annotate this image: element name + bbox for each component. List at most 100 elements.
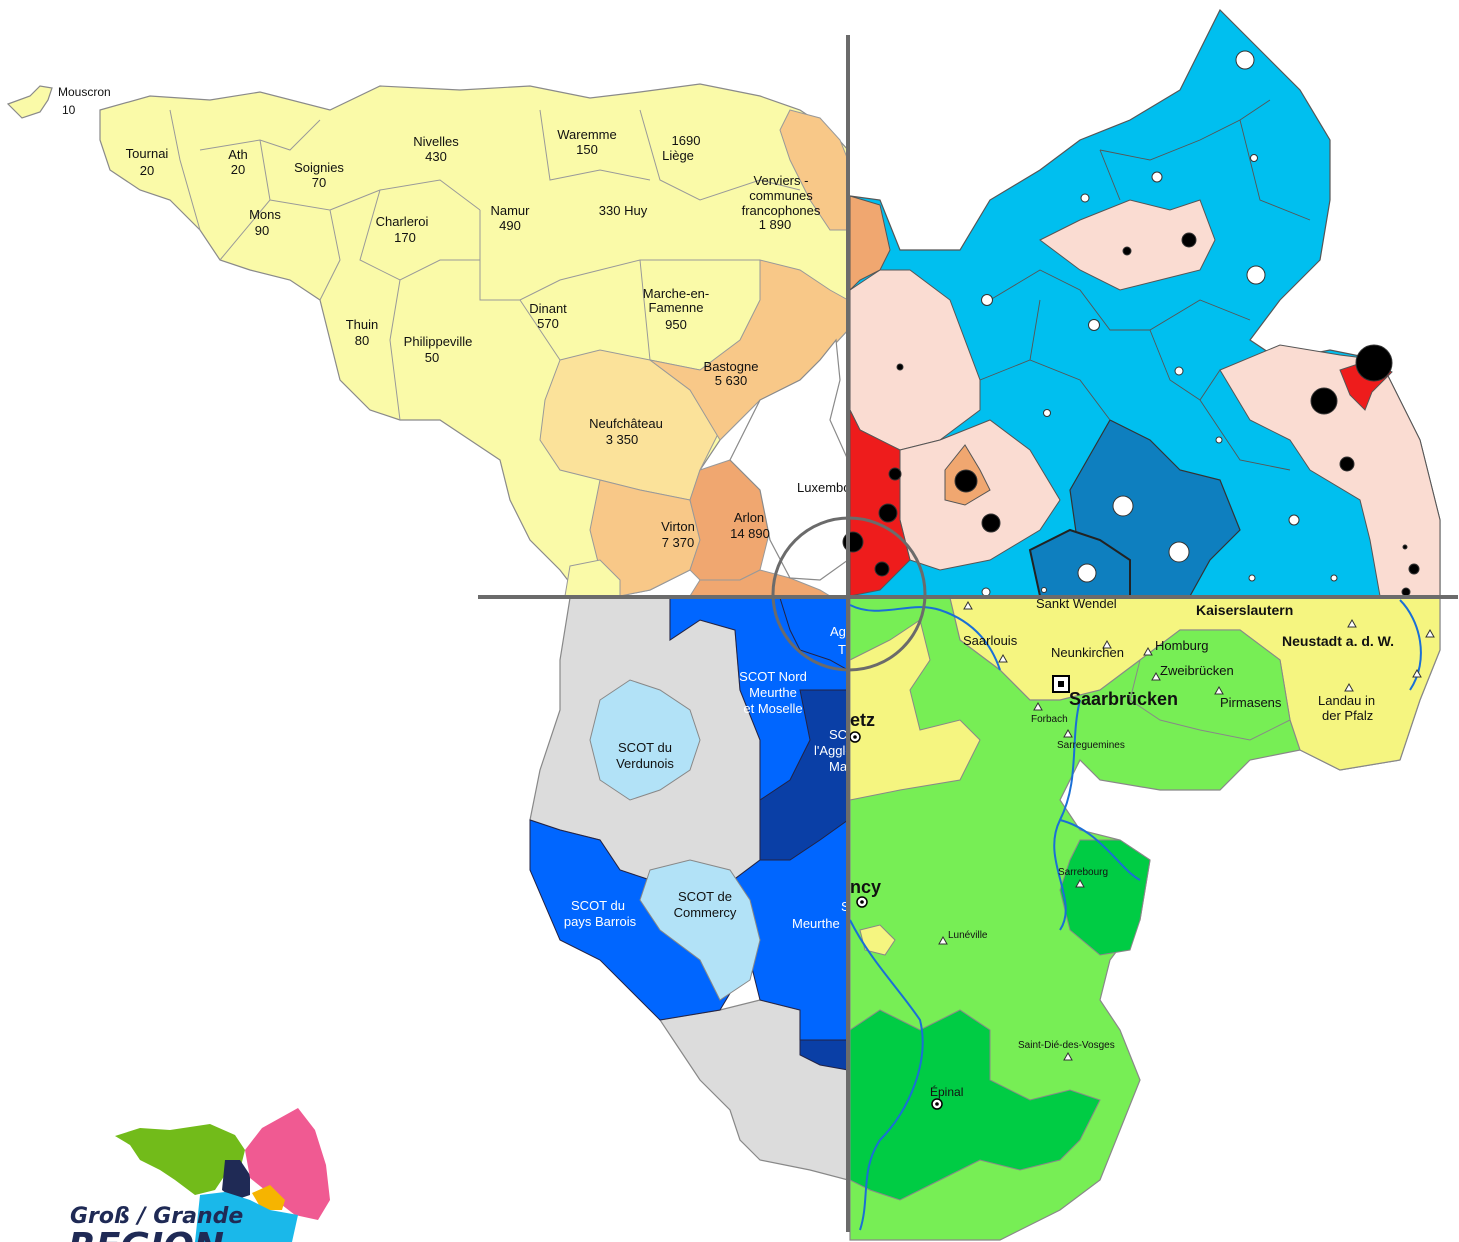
svg-text:Ag: Ag <box>830 624 846 639</box>
nancy-yellow <box>859 924 896 956</box>
label-mouscron: Mouscron <box>58 85 111 99</box>
verviers-east-zone[interactable] <box>779 109 849 231</box>
label-s-fragment: S <box>841 899 850 914</box>
logo-cyan-shape <box>195 1192 298 1242</box>
virton-zone[interactable] <box>589 479 701 597</box>
label-landau: Landau in <box>1318 693 1375 708</box>
label-agglo-ville: Ag <box>830 624 846 639</box>
label-sarreguemines: Sarreguemines <box>1057 740 1125 751</box>
scot-verdunois[interactable] <box>589 679 701 801</box>
rp-symbols <box>842 50 1420 597</box>
label-arlon: Arlon <box>734 510 764 525</box>
bastogne-zone[interactable] <box>649 259 849 441</box>
svg-text:330 Huy: 330 Huy <box>599 203 648 218</box>
label-kaiserslautern: Kaiserslautern <box>1196 602 1293 618</box>
rivers <box>849 599 1422 1231</box>
label-saint-die: Saint-Dié-des-Vosges <box>1018 1040 1115 1051</box>
label-thuin: Thuin <box>346 317 379 332</box>
label-scot-agglo: SC <box>829 727 847 742</box>
label-scot-nord-meurthe: SCOT Nord <box>739 669 807 684</box>
label-namur: Namur <box>490 203 530 218</box>
label-scot-commercy: SCOT de <box>678 889 732 904</box>
label-forbach: Forbach <box>1031 714 1068 725</box>
label-nancy: ncy <box>850 877 881 897</box>
logo-green-shape <box>115 1124 245 1195</box>
label-neufchateau: Neufchâteau <box>589 416 663 431</box>
metz-yellow[interactable] <box>849 619 981 801</box>
label-nivelles: Nivelles <box>413 134 459 149</box>
green-dark-sarrebourg[interactable] <box>1059 839 1151 956</box>
saar-green-inner <box>1129 629 1291 741</box>
quadrant-divider <box>478 35 1458 1232</box>
label-verviers: Verviers - <box>754 173 809 188</box>
rp-pink-koblenz[interactable] <box>1039 199 1216 291</box>
saar-labels: Sankt Wendel Kaiserslautern Saarlouis Ne… <box>850 596 1394 1099</box>
grande-region-logo: Groß / Grande REGION <box>68 1108 330 1242</box>
logo-text-line1: Groß / Grande <box>70 1204 243 1229</box>
label-meurthe: Meurthe <box>792 916 840 931</box>
label-luneville: Lunéville <box>948 930 988 941</box>
label-metz: etz <box>850 710 875 730</box>
label-scot-barrois: SCOT du <box>571 898 625 913</box>
scot-navy-south <box>799 1039 849 1071</box>
label-neustadt: Neustadt a. d. W. <box>1282 633 1394 649</box>
label-luxembourg: Luxembo <box>797 480 850 495</box>
label-mons: Mons <box>249 207 281 222</box>
label-marche: Marche-en- <box>643 286 709 301</box>
logo-navy-shape <box>222 1160 250 1200</box>
label-sarrebourg: Sarrebourg <box>1058 867 1108 878</box>
center-ring <box>771 516 927 672</box>
rp-district-borders <box>979 99 1311 471</box>
label-zweibruecken: Zweibrücken <box>1160 663 1234 678</box>
label-tournai: Tournai <box>126 146 169 161</box>
svg-text:T: T <box>838 642 846 657</box>
label-epinal: Épinal <box>930 1084 963 1099</box>
label-sankt-wendel: Sankt Wendel <box>1036 596 1117 611</box>
label-charleroi: Charleroi <box>376 214 429 229</box>
label-soignies: Soignies <box>294 160 344 175</box>
logo-orange-shape <box>252 1185 285 1210</box>
green-dark-south[interactable] <box>849 1009 1101 1201</box>
label-bastogne: Bastogne <box>704 359 759 374</box>
label-dinant: Dinant <box>529 301 567 316</box>
rhineland-quadrant <box>842 8 1441 597</box>
label-philippeville: Philippeville <box>404 334 473 349</box>
label-neunkirchen: Neunkirchen <box>1051 645 1124 660</box>
south-yellow-tip <box>564 559 621 597</box>
label-liege: 1690 <box>672 133 701 148</box>
city-markers <box>849 600 1435 1110</box>
mouscron-region[interactable] <box>6 85 53 119</box>
lorraine-blue-region[interactable] <box>529 597 849 1041</box>
label-pirmasens: Pirmasens <box>1220 695 1282 710</box>
circle-symbol <box>1235 50 1255 70</box>
label-virton: Virton <box>661 519 695 534</box>
label-saarlouis: Saarlouis <box>963 633 1018 648</box>
label-homburg: Homburg <box>1155 638 1208 653</box>
label-huy: 330 Huy <box>599 203 648 218</box>
scot-commercy[interactable] <box>639 859 761 1001</box>
